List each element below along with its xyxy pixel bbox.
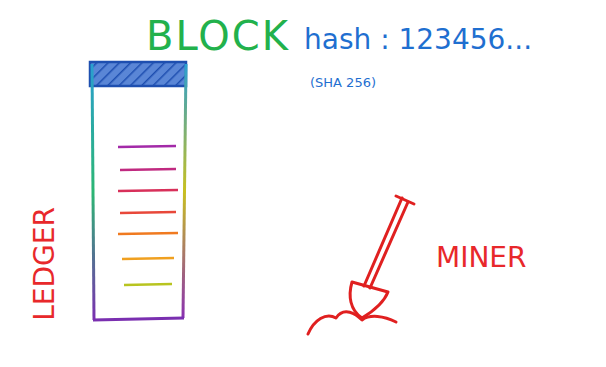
shovel-handle: [370, 202, 408, 288]
shovel-blade: [350, 282, 388, 318]
shovel-handle: [364, 198, 402, 286]
hash-label: hash : 123456...: [304, 26, 532, 54]
ledger-label: LEDGER: [31, 207, 59, 321]
diagram-title: BLOCK: [146, 16, 290, 56]
ledger-line: [118, 146, 176, 147]
block-header: [90, 62, 186, 86]
dirt-mound: [308, 312, 396, 334]
shovel-drawing: [308, 196, 414, 334]
block-side: [183, 64, 186, 318]
ledger-line: [120, 169, 176, 170]
ledger-line: [124, 284, 172, 285]
hash-algorithm: (SHA 256): [310, 76, 376, 89]
ledger-block: [90, 62, 186, 320]
ledger-line: [118, 190, 178, 191]
ledger-line: [118, 233, 178, 234]
block-side: [92, 64, 94, 320]
ledger-line: [120, 212, 176, 213]
miner-label: MINER: [436, 244, 527, 272]
ledger-line: [122, 258, 174, 259]
block-bottom: [93, 318, 184, 320]
